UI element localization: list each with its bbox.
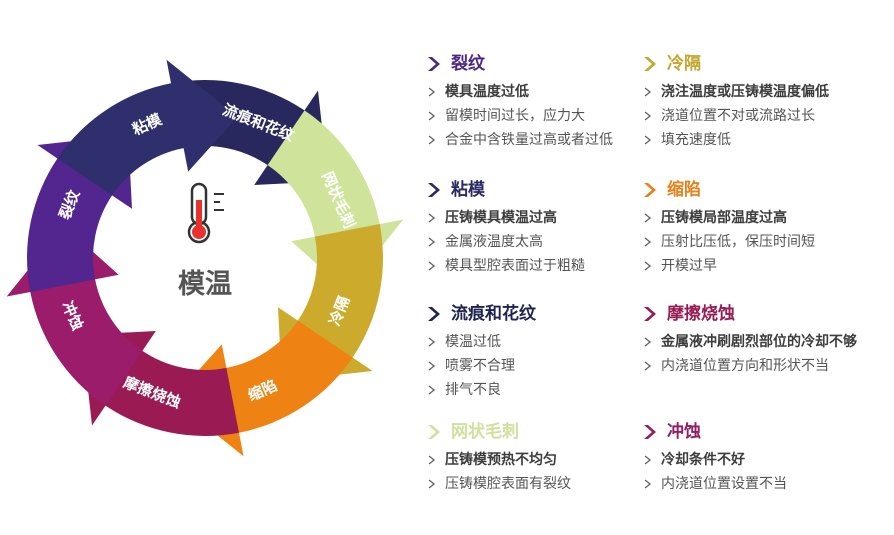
- section-list-item: 浇注温度或压铸模温度偏低: [640, 80, 880, 104]
- section-title: 冲蚀: [640, 420, 880, 444]
- chevron-right-icon: [644, 111, 652, 121]
- section-list-item-text: 合金中含铁量过高或者过低: [445, 132, 613, 148]
- chevron-right-icon: [428, 135, 436, 145]
- section-title: 裂纹: [424, 52, 664, 76]
- section-list-item: 喷雾不合理: [424, 354, 664, 378]
- defect-section: 缩陷压铸模局部温度过高压射比压低，保压时间短开模过早: [640, 178, 880, 278]
- section-list-item: 模具温度过低: [424, 80, 664, 104]
- chevron-right-icon: [644, 57, 656, 71]
- section-list-item: 留模时间过长，应力大: [424, 104, 664, 128]
- section-list-item-text: 冷却条件不好: [661, 452, 745, 468]
- section-title-text: 网状毛刺: [451, 422, 519, 442]
- section-list-item-text: 模具型腔表面过于粗糙: [445, 258, 585, 274]
- chevron-right-icon: [644, 337, 652, 347]
- section-list-item: 填充速度低: [640, 128, 880, 152]
- section-title-text: 冲蚀: [667, 422, 701, 442]
- section-list-item-text: 开模过早: [661, 258, 717, 274]
- chevron-right-icon: [428, 361, 436, 371]
- section-list-item-text: 留模时间过长，应力大: [445, 108, 585, 124]
- section-list-item: 合金中含铁量过高或者过低: [424, 128, 664, 152]
- section-list-item-text: 压铸模腔表面有裂纹: [445, 476, 571, 492]
- section-list-item-text: 喷雾不合理: [445, 358, 515, 374]
- chevron-right-icon: [428, 455, 436, 465]
- cycle-arrow-segment: [57, 59, 238, 196]
- section-title: 网状毛刺: [424, 420, 664, 444]
- section-list-item: 压铸模预热不均匀: [424, 448, 664, 472]
- chevron-right-icon: [428, 57, 440, 71]
- section-title-text: 摩擦烧蚀: [667, 304, 735, 324]
- section-list-item: 开模过早: [640, 254, 880, 278]
- section-list-item-text: 模具温度过低: [445, 84, 529, 100]
- defect-section: 摩擦烧蚀金属液冲刷剧烈部位的冷却不够内浇道位置方向和形状不当: [640, 302, 880, 378]
- section-title-text: 缩陷: [667, 180, 701, 200]
- chevron-right-icon: [428, 385, 436, 395]
- chevron-right-icon: [428, 111, 436, 121]
- section-list-item: 压铸模局部温度过高: [640, 206, 880, 230]
- section-list-item: 内浇道位置方向和形状不当: [640, 354, 880, 378]
- defect-section: 冲蚀冷却条件不好内浇道位置设置不当: [640, 420, 880, 496]
- defect-section: 裂纹模具温度过低留模时间过长，应力大合金中含铁量过高或者过低: [424, 52, 664, 152]
- section-list-item-text: 内浇道位置方向和形状不当: [661, 358, 829, 374]
- section-list-item: 压射比压低，保压时间短: [640, 230, 880, 254]
- chevron-right-icon: [644, 455, 652, 465]
- section-list-item-text: 压射比压低，保压时间短: [661, 234, 815, 250]
- section-list-item-text: 压铸模具模温过高: [445, 210, 557, 226]
- defect-section: 网状毛刺压铸模预热不均匀压铸模腔表面有裂纹: [424, 420, 664, 496]
- section-title-text: 裂纹: [451, 54, 485, 74]
- chevron-right-icon: [428, 307, 440, 321]
- section-title-text: 粘模: [451, 180, 485, 200]
- section-list-item: 模具型腔表面过于粗糙: [424, 254, 664, 278]
- section-list-item-text: 金属液冲刷剧烈部位的冷却不够: [661, 334, 857, 350]
- chevron-right-icon: [644, 237, 652, 247]
- section-list-item-text: 排气不良: [445, 382, 501, 398]
- chevron-right-icon: [428, 425, 440, 439]
- chevron-right-icon: [428, 213, 436, 223]
- section-title: 摩擦烧蚀: [640, 302, 880, 326]
- chevron-right-icon: [644, 87, 652, 97]
- chevron-right-icon: [644, 361, 652, 371]
- section-title: 流痕和花纹: [424, 302, 664, 326]
- section-list-item-text: 压铸模预热不均匀: [445, 452, 557, 468]
- section-list-item: 压铸模腔表面有裂纹: [424, 472, 664, 496]
- chevron-right-icon: [644, 213, 652, 223]
- section-list-item: 冷却条件不好: [640, 448, 880, 472]
- section-title-text: 流痕和花纹: [451, 304, 536, 324]
- section-list-item-text: 内浇道位置设置不当: [661, 476, 787, 492]
- section-title: 缩陷: [640, 178, 880, 202]
- chevron-right-icon: [428, 237, 436, 247]
- chevron-right-icon: [428, 337, 436, 347]
- section-list-item: 浇道位置不对或流路过长: [640, 104, 880, 128]
- chevron-right-icon: [644, 479, 652, 489]
- section-title-text: 冷隔: [667, 54, 701, 74]
- section-list-item: 排气不良: [424, 378, 664, 402]
- chevron-right-icon: [428, 479, 436, 489]
- defect-section: 粘模压铸模具模温过高金属液温度太高模具型腔表面过于粗糙: [424, 178, 664, 278]
- section-list-item-text: 浇注温度或压铸模温度偏低: [661, 84, 829, 100]
- chevron-right-icon: [644, 261, 652, 271]
- section-list-item-text: 模温过低: [445, 334, 501, 350]
- chevron-right-icon: [644, 135, 652, 145]
- chevron-right-icon: [644, 183, 656, 197]
- chevron-right-icon: [428, 261, 436, 271]
- section-list-item: 金属液冲刷剧烈部位的冷却不够: [640, 330, 880, 354]
- chevron-right-icon: [644, 307, 656, 321]
- thermometer-icon: [187, 182, 224, 244]
- section-list-item-text: 压铸模局部温度过高: [661, 210, 787, 226]
- chevron-right-icon: [428, 87, 436, 97]
- chevron-right-icon: [644, 425, 656, 439]
- section-list-item: 压铸模具模温过高: [424, 206, 664, 230]
- chevron-right-icon: [428, 183, 440, 197]
- section-list-item: 金属液温度太高: [424, 230, 664, 254]
- section-list-item-text: 浇道位置不对或流路过长: [661, 108, 815, 124]
- section-list-item: 内浇道位置设置不当: [640, 472, 880, 496]
- center-label: 模温: [178, 269, 232, 300]
- section-title: 冷隔: [640, 52, 880, 76]
- defect-section: 流痕和花纹模温过低喷雾不合理排气不良: [424, 302, 664, 402]
- section-list-item: 模温过低: [424, 330, 664, 354]
- section-list-item-text: 金属液温度太高: [445, 234, 543, 250]
- defect-section: 冷隔浇注温度或压铸模温度偏低浇道位置不对或流路过长填充速度低: [640, 52, 880, 152]
- section-title: 粘模: [424, 178, 664, 202]
- section-list-item-text: 填充速度低: [661, 132, 731, 148]
